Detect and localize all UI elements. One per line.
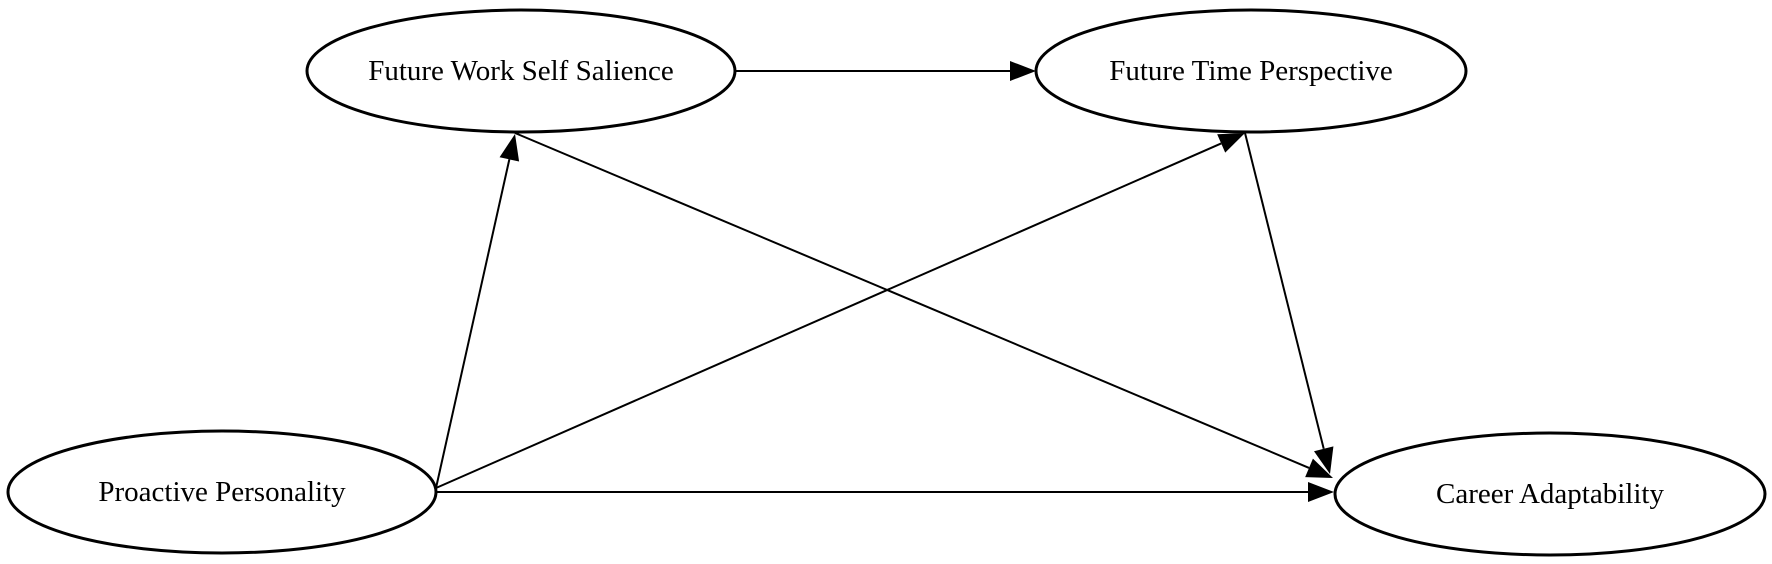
node-future-work-self-salience: Future Work Self Salience	[305, 8, 737, 134]
arrow-proactive-personality-to-future-time-perspective-line	[435, 142, 1222, 489]
node-proactive-personality-ellipse	[6, 429, 438, 555]
node-proactive-personality: Proactive Personality	[6, 429, 438, 555]
arrow-future-work-self-salience-to-future-time-perspective	[735, 61, 1036, 81]
arrow-proactive-personality-to-future-time-perspective	[435, 133, 1245, 489]
arrow-proactive-personality-to-career-adaptability-head	[1308, 482, 1334, 502]
node-future-time-perspective-label: Future Time Perspective	[1109, 55, 1393, 87]
arrow-future-work-self-salience-to-career-adaptability	[514, 132, 1333, 478]
node-career-adaptability-label: Career Adaptability	[1436, 478, 1664, 510]
arrow-proactive-personality-to-future-time-perspective-head	[1217, 133, 1245, 153]
arrow-proactive-personality-to-future-work-self-salience-line	[435, 159, 511, 489]
arrow-future-time-perspective-to-career-adaptability-line	[1244, 132, 1325, 450]
node-proactive-personality-label: Proactive Personality	[98, 476, 346, 508]
nodes-layer: Future Work Self Salience Future Time Pe…	[6, 8, 1767, 557]
node-future-work-self-salience-ellipse	[305, 8, 737, 134]
node-career-adaptability: Career Adaptability	[1333, 431, 1767, 557]
node-future-work-self-salience-label: Future Work Self Salience	[368, 55, 674, 87]
arrow-future-time-perspective-to-career-adaptability-head	[1314, 446, 1334, 474]
edges-layer	[435, 61, 1334, 502]
arrow-future-work-self-salience-to-career-adaptability-head	[1305, 458, 1333, 478]
node-future-time-perspective-ellipse	[1034, 8, 1468, 134]
arrow-proactive-personality-to-future-work-self-salience	[435, 134, 520, 489]
arrow-future-work-self-salience-to-career-adaptability-line	[514, 132, 1310, 469]
arrow-future-time-perspective-to-career-adaptability	[1244, 132, 1334, 474]
arrow-proactive-personality-to-career-adaptability	[436, 482, 1334, 502]
arrow-proactive-personality-to-future-work-self-salience-head	[499, 134, 520, 162]
node-career-adaptability-ellipse	[1333, 431, 1767, 557]
arrow-future-work-self-salience-to-future-time-perspective-head	[1010, 61, 1036, 81]
node-future-time-perspective: Future Time Perspective	[1034, 8, 1468, 134]
